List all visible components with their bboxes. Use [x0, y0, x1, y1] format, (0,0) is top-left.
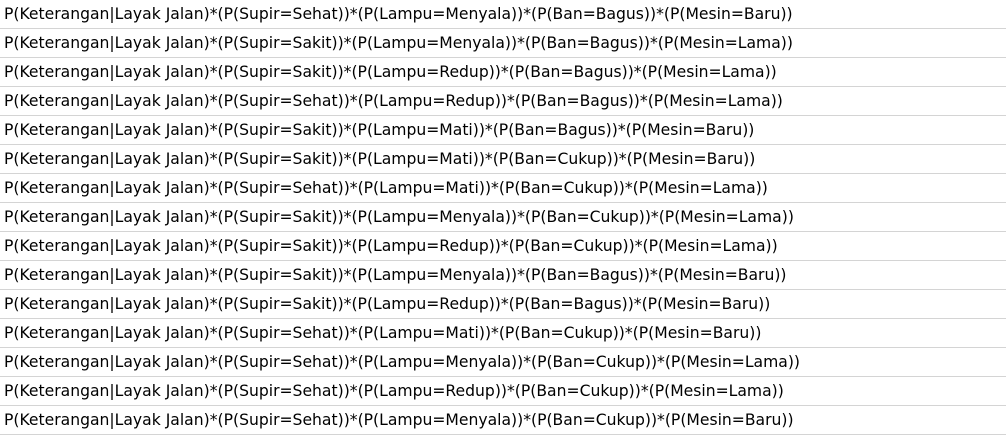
table-row[interactable]: P(Keterangan|Layak Jalan)*(P(Supir=Sakit… [0, 58, 1006, 87]
formula-cell[interactable]: P(Keterangan|Layak Jalan)*(P(Supir=Sakit… [4, 208, 794, 226]
table-row[interactable]: P(Keterangan|Layak Jalan)*(P(Supir=Sehat… [0, 377, 1006, 406]
formula-cell[interactable]: P(Keterangan|Layak Jalan)*(P(Supir=Sakit… [4, 237, 778, 255]
table-row[interactable]: P(Keterangan|Layak Jalan)*(P(Supir=Sakit… [0, 145, 1006, 174]
formula-cell[interactable]: P(Keterangan|Layak Jalan)*(P(Supir=Sehat… [4, 179, 768, 197]
table-row[interactable]: P(Keterangan|Layak Jalan)*(P(Supir=Sakit… [0, 232, 1006, 261]
formula-cell[interactable]: P(Keterangan|Layak Jalan)*(P(Supir=Sehat… [4, 353, 801, 371]
formula-cell[interactable]: P(Keterangan|Layak Jalan)*(P(Supir=Sakit… [4, 121, 755, 139]
formula-cell[interactable]: P(Keterangan|Layak Jalan)*(P(Supir=Sakit… [4, 63, 777, 81]
formula-cell[interactable]: P(Keterangan|Layak Jalan)*(P(Supir=Sakit… [4, 34, 793, 52]
table-row[interactable]: P(Keterangan|Layak Jalan)*(P(Supir=Sehat… [0, 0, 1006, 29]
formula-cell[interactable]: P(Keterangan|Layak Jalan)*(P(Supir=Sakit… [4, 295, 771, 313]
table-row[interactable]: P(Keterangan|Layak Jalan)*(P(Supir=Sehat… [0, 319, 1006, 348]
table-row[interactable]: P(Keterangan|Layak Jalan)*(P(Supir=Sehat… [0, 174, 1006, 203]
table-row[interactable]: P(Keterangan|Layak Jalan)*(P(Supir=Sehat… [0, 406, 1006, 435]
table-row[interactable]: P(Keterangan|Layak Jalan)*(P(Supir=Sakit… [0, 203, 1006, 232]
formula-cell[interactable]: P(Keterangan|Layak Jalan)*(P(Supir=Sakit… [4, 150, 756, 168]
formula-cell[interactable]: P(Keterangan|Layak Jalan)*(P(Supir=Sehat… [4, 92, 783, 110]
formula-cell[interactable]: P(Keterangan|Layak Jalan)*(P(Supir=Sehat… [4, 382, 784, 400]
table-row[interactable]: P(Keterangan|Layak Jalan)*(P(Supir=Sakit… [0, 116, 1006, 145]
formula-cell[interactable]: P(Keterangan|Layak Jalan)*(P(Supir=Sehat… [4, 324, 762, 342]
formula-cell[interactable]: P(Keterangan|Layak Jalan)*(P(Supir=Sehat… [4, 411, 794, 429]
table-row[interactable]: P(Keterangan|Layak Jalan)*(P(Supir=Sakit… [0, 290, 1006, 319]
table-row[interactable]: P(Keterangan|Layak Jalan)*(P(Supir=Sehat… [0, 348, 1006, 377]
formula-cell[interactable]: P(Keterangan|Layak Jalan)*(P(Supir=Sakit… [4, 266, 787, 284]
table-row[interactable]: P(Keterangan|Layak Jalan)*(P(Supir=Sehat… [0, 87, 1006, 116]
formula-cell[interactable]: P(Keterangan|Layak Jalan)*(P(Supir=Sehat… [4, 5, 793, 23]
table-row[interactable]: P(Keterangan|Layak Jalan)*(P(Supir=Sakit… [0, 29, 1006, 58]
table-row[interactable]: P(Keterangan|Layak Jalan)*(P(Supir=Sakit… [0, 261, 1006, 290]
